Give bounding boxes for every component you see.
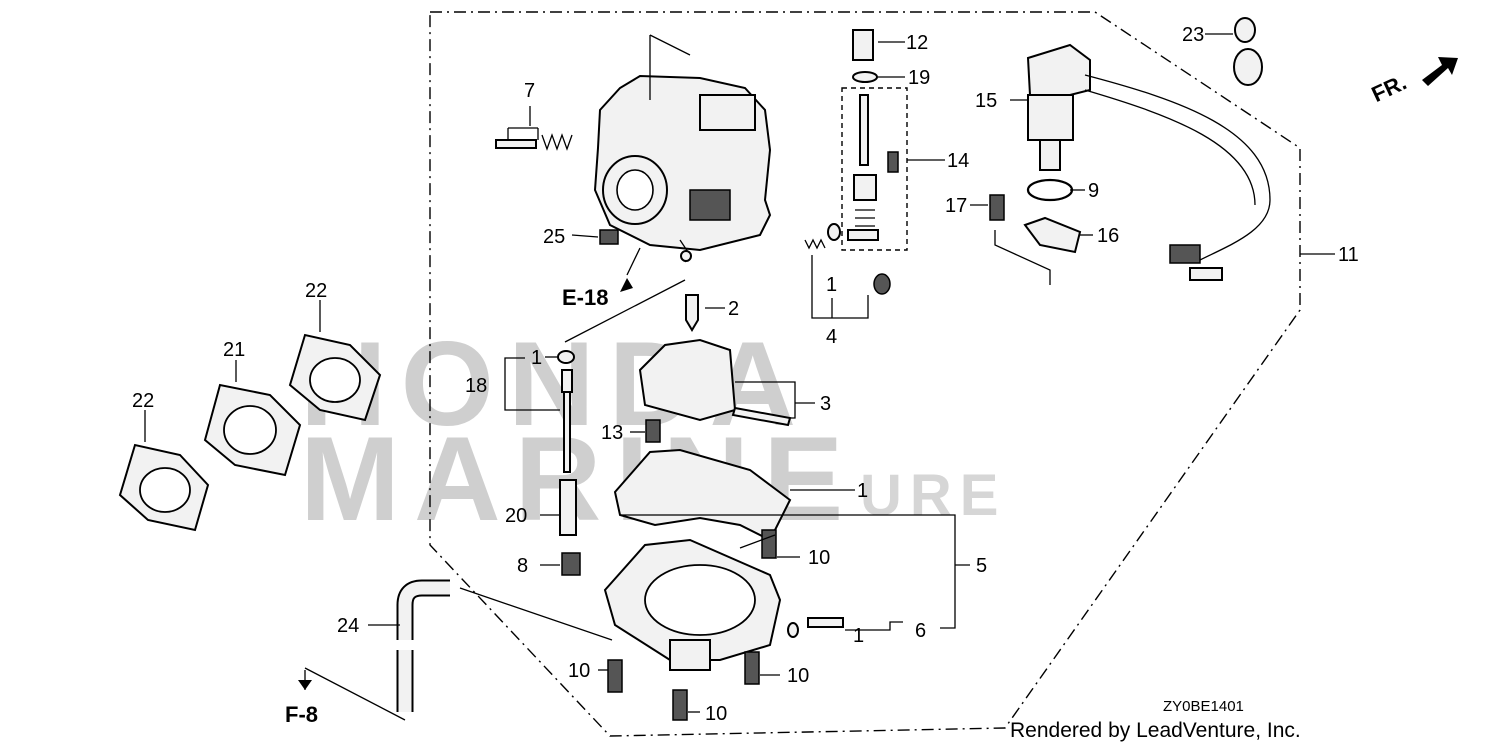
callout-4: 4 — [826, 326, 837, 348]
part-4-pilot-screw — [804, 223, 891, 295]
part-13-screw — [645, 419, 661, 443]
assembly-frame — [429, 11, 1301, 737]
callout-6: 6 — [915, 620, 926, 642]
part-18-20-tube — [557, 350, 577, 536]
callout-10-b: 10 — [568, 660, 590, 682]
diagram-code: ZY0BE1401 — [1163, 698, 1244, 715]
callout-7: 7 — [524, 80, 535, 102]
direction-label: FR. — [1368, 69, 1411, 107]
callout-12: 12 — [906, 32, 928, 54]
part-17-bolt — [989, 194, 1005, 221]
callout-8: 8 — [517, 555, 528, 577]
part-16-bracket — [1023, 216, 1082, 254]
part-10-screw-d — [672, 689, 688, 721]
callout-19: 19 — [908, 67, 930, 89]
callout-5: 5 — [976, 555, 987, 577]
callout-25: 25 — [543, 226, 565, 248]
part-23-clamp — [1233, 17, 1263, 86]
part-22-gasket-lower — [118, 443, 210, 532]
callout-21: 21 — [223, 339, 245, 361]
callout-9: 9 — [1088, 180, 1099, 202]
callout-16: 16 — [1097, 225, 1119, 247]
callout-1-gasket: 1 — [857, 480, 868, 502]
callout-2: 2 — [728, 298, 739, 320]
part-22-gasket-upper — [288, 333, 382, 422]
part-10-screw-b — [607, 659, 623, 693]
part-3-float — [638, 338, 792, 427]
part-15-solenoid — [1026, 43, 1271, 281]
callout-10-c: 10 — [787, 665, 809, 687]
part-8-jet — [561, 552, 581, 576]
part-14-needle-assembly — [841, 87, 908, 251]
callout-1-tube: 1 — [531, 347, 542, 369]
part-7-screw-spring — [495, 127, 573, 151]
callouts: 7 25 12 19 14 15 9 17 16 11 23 2 1 4 3 1… — [132, 24, 1359, 725]
callout-13: 13 — [601, 422, 623, 444]
carburetor-body — [593, 34, 772, 263]
callout-22-upper: 22 — [305, 280, 327, 302]
callout-23: 23 — [1182, 24, 1204, 46]
watermark-line3: URE — [860, 463, 1006, 528]
leader-lines — [144, 33, 1335, 721]
ref-e18-arrow — [620, 278, 633, 292]
callout-1-right: 1 — [826, 274, 837, 296]
callout-11: 11 — [1338, 244, 1359, 266]
part-24-hose — [396, 579, 450, 712]
part-25-bolt — [599, 229, 619, 245]
callout-20: 20 — [505, 505, 527, 527]
credit-text: Rendered by LeadVenture, Inc. — [1010, 719, 1301, 742]
part-21-insulator — [203, 383, 302, 477]
callout-3: 3 — [820, 393, 831, 415]
ref-e18[interactable]: E-18 — [562, 285, 608, 310]
callout-10-a: 10 — [808, 547, 830, 569]
direction-arrow: FR. — [1368, 57, 1458, 107]
callout-17: 17 — [945, 195, 967, 217]
ref-f8-arrow — [298, 680, 312, 690]
part-6-drain-screw — [787, 617, 844, 638]
part-5-float-chamber — [603, 538, 782, 671]
callout-18: 18 — [465, 375, 487, 397]
part-10-screw-a — [761, 529, 777, 559]
callout-22-lower: 22 — [132, 390, 154, 412]
callout-10-d: 10 — [705, 703, 727, 725]
part-2-float-valve — [685, 294, 699, 332]
callout-14: 14 — [947, 150, 969, 172]
ref-f8[interactable]: F-8 — [285, 702, 318, 727]
part-10-screw-c — [744, 651, 760, 685]
callout-1-drain: 1 — [853, 625, 864, 647]
part-9-o-ring — [1026, 178, 1074, 202]
callout-15: 15 — [975, 90, 997, 112]
callout-24: 24 — [337, 615, 359, 637]
part-12-jet — [852, 29, 874, 61]
part-19-clip — [852, 71, 878, 83]
